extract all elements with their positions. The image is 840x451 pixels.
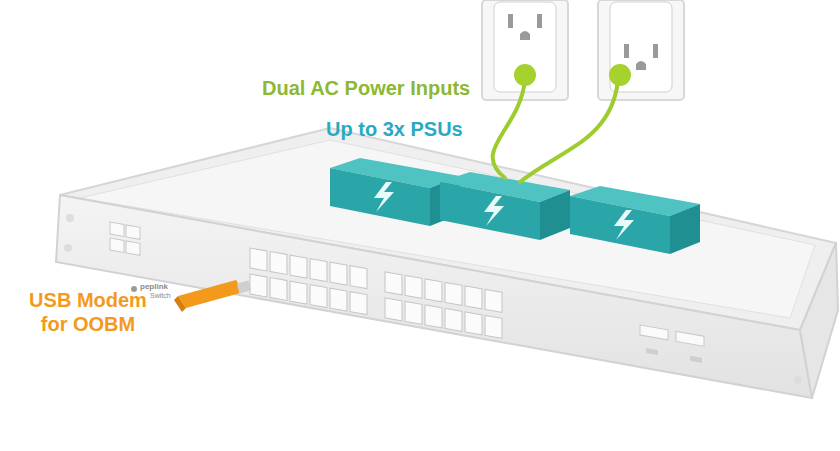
ethernet-port [290, 255, 307, 278]
ethernet-port [465, 312, 482, 335]
ethernet-port [290, 281, 307, 304]
psu-box [440, 172, 570, 240]
ethernet-port [405, 275, 422, 298]
wall-outlet [482, 0, 568, 100]
logo-text: Switch [150, 292, 171, 300]
ethernet-port [485, 289, 502, 312]
ethernet-port [465, 286, 482, 309]
power-cable [493, 80, 618, 182]
ethernet-port [385, 272, 402, 295]
ethernet-port [330, 288, 347, 311]
ethernet-port [350, 292, 367, 315]
ethernet-port [250, 248, 267, 271]
ethernet-port [310, 285, 327, 308]
wall-outlet [598, 0, 684, 100]
ethernet-port [385, 298, 402, 321]
ethernet-port [250, 274, 267, 297]
callout-label: USB Modem for OOBM [28, 288, 148, 336]
ethernet-port [350, 266, 367, 289]
ethernet-port [405, 301, 422, 324]
ethernet-port [270, 252, 287, 275]
power-plug [514, 64, 631, 86]
usb-modem [174, 280, 251, 312]
switch-chassis [56, 128, 838, 398]
ethernet-port [445, 308, 462, 331]
power-supply-units [330, 158, 700, 254]
psu-box [570, 186, 700, 254]
ethernet-port [330, 262, 347, 285]
ethernet-port [445, 282, 462, 305]
logo-text: peplink [140, 282, 168, 292]
callout-label: Dual AC Power Inputs [262, 76, 470, 100]
ethernet-port [485, 315, 502, 338]
ethernet-port [310, 259, 327, 282]
ethernet-port [270, 278, 287, 301]
ethernet-port [425, 279, 442, 302]
ethernet-port [425, 305, 442, 328]
callout-label: Up to 3x PSUs [326, 117, 463, 141]
